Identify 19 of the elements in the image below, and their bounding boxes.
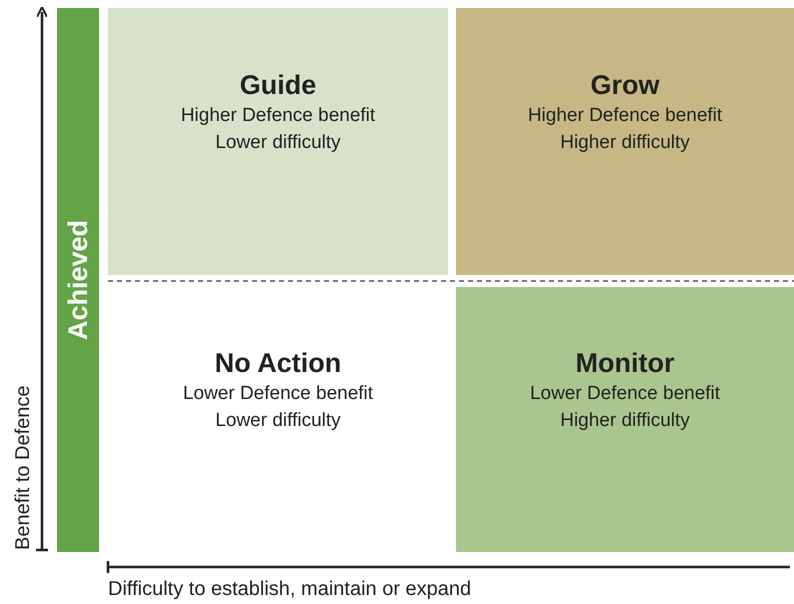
quadrant-description: Higher difficulty (560, 130, 690, 154)
quadrant-title: Guide (240, 68, 316, 102)
quadrant-title: No Action (214, 346, 342, 380)
quadrant-title: Monitor (576, 346, 674, 380)
quadrant-description: Lower difficulty (215, 408, 341, 432)
quadrant-description: Higher Defence benefit (528, 104, 722, 128)
quadrant-panel (456, 287, 794, 552)
quadrant-title: Grow (590, 68, 660, 102)
quadrant-panel (108, 8, 448, 275)
quadrant-description: Lower Defence benefit (530, 382, 720, 406)
status-bar (57, 8, 99, 552)
vertical-label: Achieved (62, 220, 94, 340)
axis-title: Difficulty to establish, maintain or expand (108, 578, 472, 601)
quadrant-description: Lower Defence benefit (182, 382, 374, 406)
quadrant-description: Lower difficulty (215, 130, 341, 154)
quadrant-description: Higher Defence benefit (180, 104, 376, 128)
axis-title: Benefit to Defence (12, 385, 35, 550)
quadrant-panel (456, 8, 794, 275)
quadrant-description: Higher difficulty (560, 408, 690, 432)
